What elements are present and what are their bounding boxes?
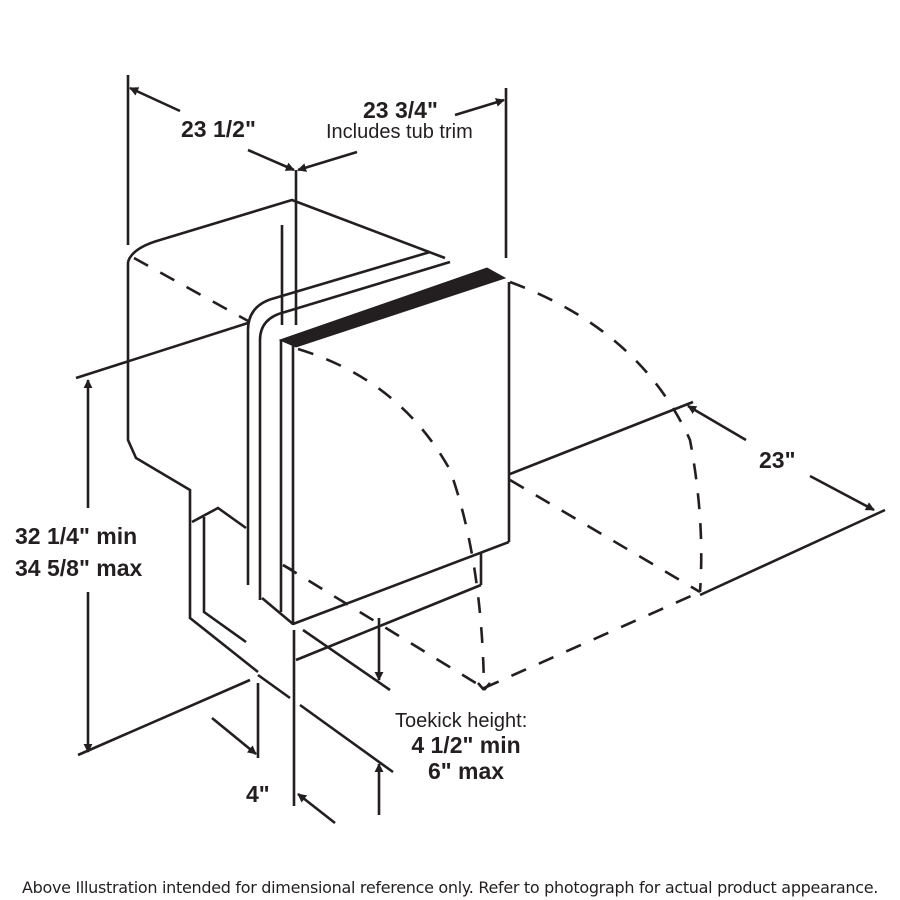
dimension-width-lines (297, 88, 508, 258)
width-dimension-label: 23 3/4" (363, 97, 438, 123)
toekick-height-max-label: 6" max (427, 758, 505, 784)
dimension-toekick-height-lines (299, 618, 394, 815)
dishwasher-body (75, 170, 511, 674)
disclaimer-footnote: Above Illustration intended for dimensio… (21, 878, 879, 897)
door-swing-dimension-label: 23" (759, 447, 796, 473)
dimension-toekick-depth-lines (211, 630, 336, 825)
toekick-height-min-label: 4 1/2" min (411, 732, 521, 758)
height-max-label: 34 5/8" max (15, 555, 143, 581)
dimension-door-swing-lines (509, 400, 886, 597)
dimension-depth-lines (126, 75, 295, 245)
toekick-depth-label: 4" (246, 781, 270, 807)
door-swing-projection (282, 280, 703, 691)
width-dimension-note: Includes tub trim (326, 121, 473, 143)
dimension-height-lines (77, 379, 251, 757)
toekick-height-caption: Toekick height: (395, 710, 528, 732)
depth-dimension-label: 23 1/2" (181, 116, 256, 142)
height-min-label: 32 1/4" min (15, 523, 138, 549)
